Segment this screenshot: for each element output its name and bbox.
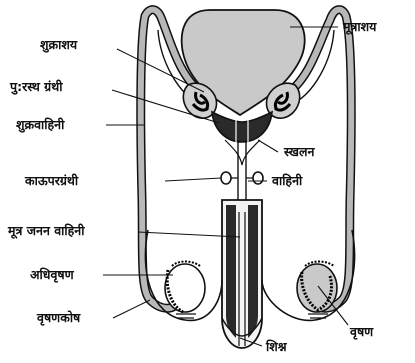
ejaculatory-duct	[225, 140, 260, 165]
cowpers-gland-left	[221, 172, 231, 184]
label-testis: वृषण	[350, 325, 373, 339]
label-bladder: मूत्राशय	[343, 20, 376, 34]
testis-right	[297, 262, 337, 313]
testis-left	[165, 262, 205, 313]
label-ejaculatory-duct-2: वाहिनी	[272, 174, 302, 188]
cowpers-gland-right	[253, 172, 263, 184]
label-prostate-gland: पु:रस्थ ग्रंथी	[10, 80, 62, 94]
label-cowpers-gland: काऊपरग्रंथी	[25, 174, 78, 188]
label-seminal-vesicle: शुक्राशय	[40, 38, 77, 52]
prostate-gland	[212, 112, 272, 142]
label-scrotum: वृषणकोष	[37, 311, 80, 325]
label-ejaculatory-duct-1: स्खलन	[284, 145, 314, 159]
label-vas-deferens: शुक्रवाहिनी	[16, 118, 64, 132]
label-urethra: मूत्र जनन वाहिनी	[8, 224, 84, 238]
label-epididymis: अधिवृषण	[30, 268, 74, 282]
label-penis: शिश्न	[266, 340, 287, 354]
